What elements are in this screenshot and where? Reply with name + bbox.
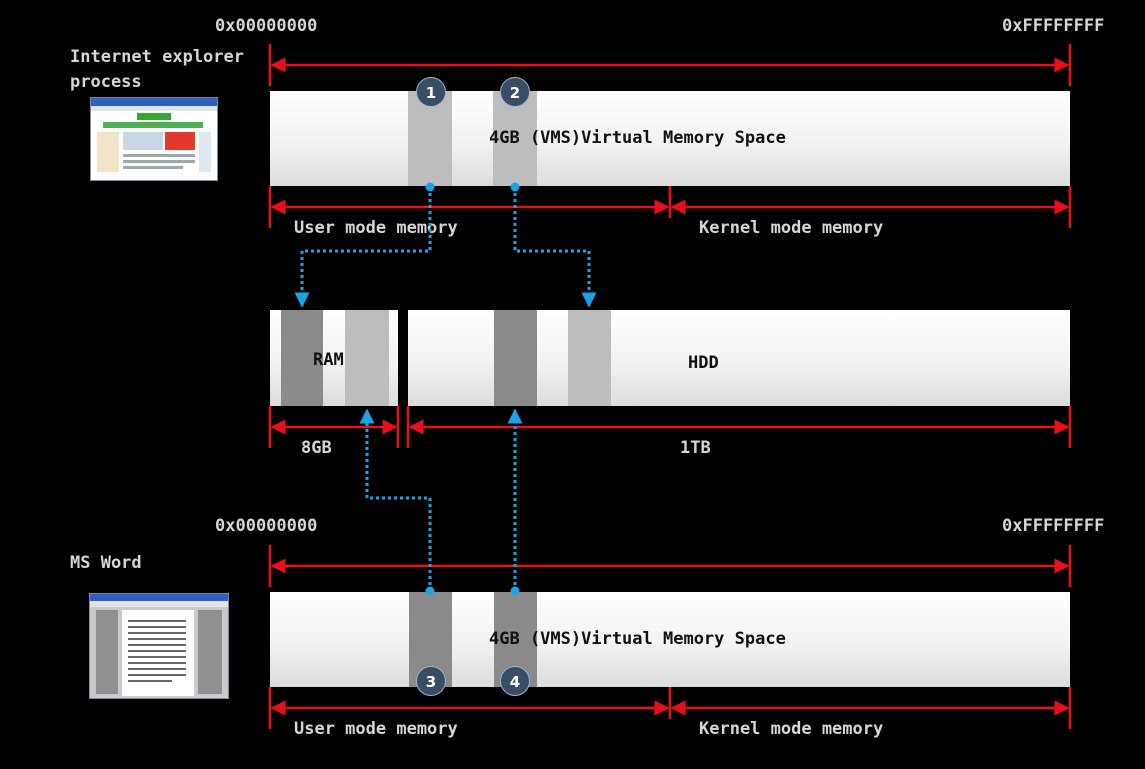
bottom-vms-label: 4GB (VMS)Virtual Memory Space bbox=[489, 629, 786, 649]
bottom-addr-start: 0x00000000 bbox=[215, 516, 318, 536]
bottom-mode-split-arrows bbox=[268, 687, 1072, 729]
ram-label: RAM bbox=[313, 350, 344, 370]
link-page3-to-ram bbox=[359, 408, 432, 591]
bottom-addr-end: 0xFFFFFFFF bbox=[1002, 516, 1105, 536]
badge-1: 1 bbox=[416, 77, 446, 107]
internet-explorer-screenshot bbox=[90, 97, 218, 181]
top-mode-split-arrows bbox=[268, 186, 1072, 228]
link-dot-3 bbox=[425, 586, 435, 596]
bottom-virtual-memory-bar bbox=[270, 592, 1070, 687]
ram-page-dark bbox=[281, 310, 323, 406]
top-address-range-arrow bbox=[268, 44, 1072, 86]
top-user-mode-label: User mode memory bbox=[294, 218, 458, 238]
top-kernel-mode-label: Kernel mode memory bbox=[699, 218, 884, 238]
storage-size-arrows bbox=[268, 406, 1072, 448]
top-addr-start: 0x00000000 bbox=[215, 16, 318, 36]
hdd-label: HDD bbox=[688, 353, 719, 373]
link-dot-1 bbox=[425, 182, 435, 192]
link-page2-to-hdd bbox=[513, 187, 597, 308]
hdd-size-label: 1TB bbox=[680, 438, 711, 458]
badge-4: 4 bbox=[500, 666, 530, 696]
link-page1-to-ram bbox=[294, 187, 432, 308]
hdd-page-light bbox=[568, 310, 611, 406]
ram-size-label: 8GB bbox=[301, 438, 332, 458]
top-virtual-memory-bar bbox=[270, 91, 1070, 186]
badge-2: 2 bbox=[500, 77, 530, 107]
ms-word-screenshot bbox=[89, 593, 229, 699]
top-process-label: Internet explorer process bbox=[70, 47, 244, 92]
top-vms-label: 4GB (VMS)Virtual Memory Space bbox=[489, 128, 786, 148]
bottom-address-range-arrow bbox=[268, 545, 1072, 587]
ram-page-light bbox=[345, 310, 389, 406]
link-dot-2 bbox=[510, 182, 520, 192]
link-dot-4 bbox=[510, 586, 520, 596]
bottom-user-mode-label: User mode memory bbox=[294, 719, 458, 739]
badge-3: 3 bbox=[416, 666, 446, 696]
bottom-kernel-mode-label: Kernel mode memory bbox=[699, 719, 884, 739]
bottom-process-label: MS Word bbox=[70, 553, 142, 573]
top-addr-end: 0xFFFFFFFF bbox=[1002, 16, 1105, 36]
hdd-page-dark bbox=[494, 310, 537, 406]
